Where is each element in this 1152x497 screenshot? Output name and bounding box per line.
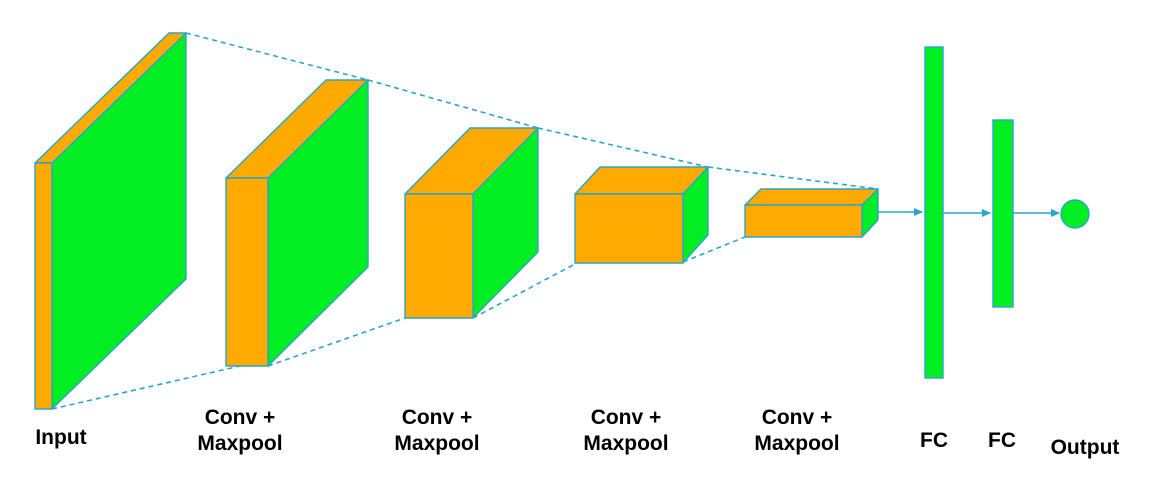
fc-layer-1-bar [924, 46, 944, 379]
conv-2-label-line-2: Maxpool [394, 432, 479, 455]
connector-line [707, 166, 879, 190]
connector-line [185, 32, 369, 81]
connector-line [682, 236, 746, 263]
conv-2-label-line-1: Conv + [402, 406, 473, 429]
conv-block-3 [574, 166, 709, 264]
conv-3-label-line-1: Conv + [591, 406, 662, 429]
connector-line [267, 317, 406, 367]
conv-block-4-front-face [744, 204, 863, 238]
fc-layer-2-bar [992, 119, 1014, 308]
connector-line [472, 263, 576, 319]
output-node [1060, 199, 1090, 229]
conv-3-label-line-2: Maxpool [583, 432, 668, 455]
conv-block-4-top-face [744, 188, 879, 206]
conv-block-2 [404, 127, 539, 319]
conv-1-label-line-1: Conv + [205, 406, 276, 429]
input-layer-block [34, 32, 187, 410]
input-label: Input [35, 426, 86, 449]
fc-2-label: FC [988, 429, 1016, 452]
conv-block-2-front-face [404, 193, 474, 319]
layer-labels: Input Conv + Maxpool Conv + Maxpool Conv… [35, 406, 1119, 459]
connector-lines [51, 32, 879, 410]
conv-block-3-front-face [574, 193, 684, 264]
conv-block-1-front-face [225, 177, 269, 367]
arrows [878, 208, 1060, 217]
conv-block-1 [225, 79, 369, 367]
fc-1-label: FC [920, 429, 948, 452]
conv-block-4 [744, 188, 879, 238]
connector-line [367, 79, 539, 129]
output-label: Output [1051, 436, 1120, 459]
input-layer-front-face [34, 162, 53, 410]
conv-4-label-line-2: Maxpool [754, 432, 839, 455]
connector-line [537, 127, 709, 168]
conv-1-label-line-2: Maxpool [197, 432, 282, 455]
conv-4-label-line-1: Conv + [762, 406, 833, 429]
